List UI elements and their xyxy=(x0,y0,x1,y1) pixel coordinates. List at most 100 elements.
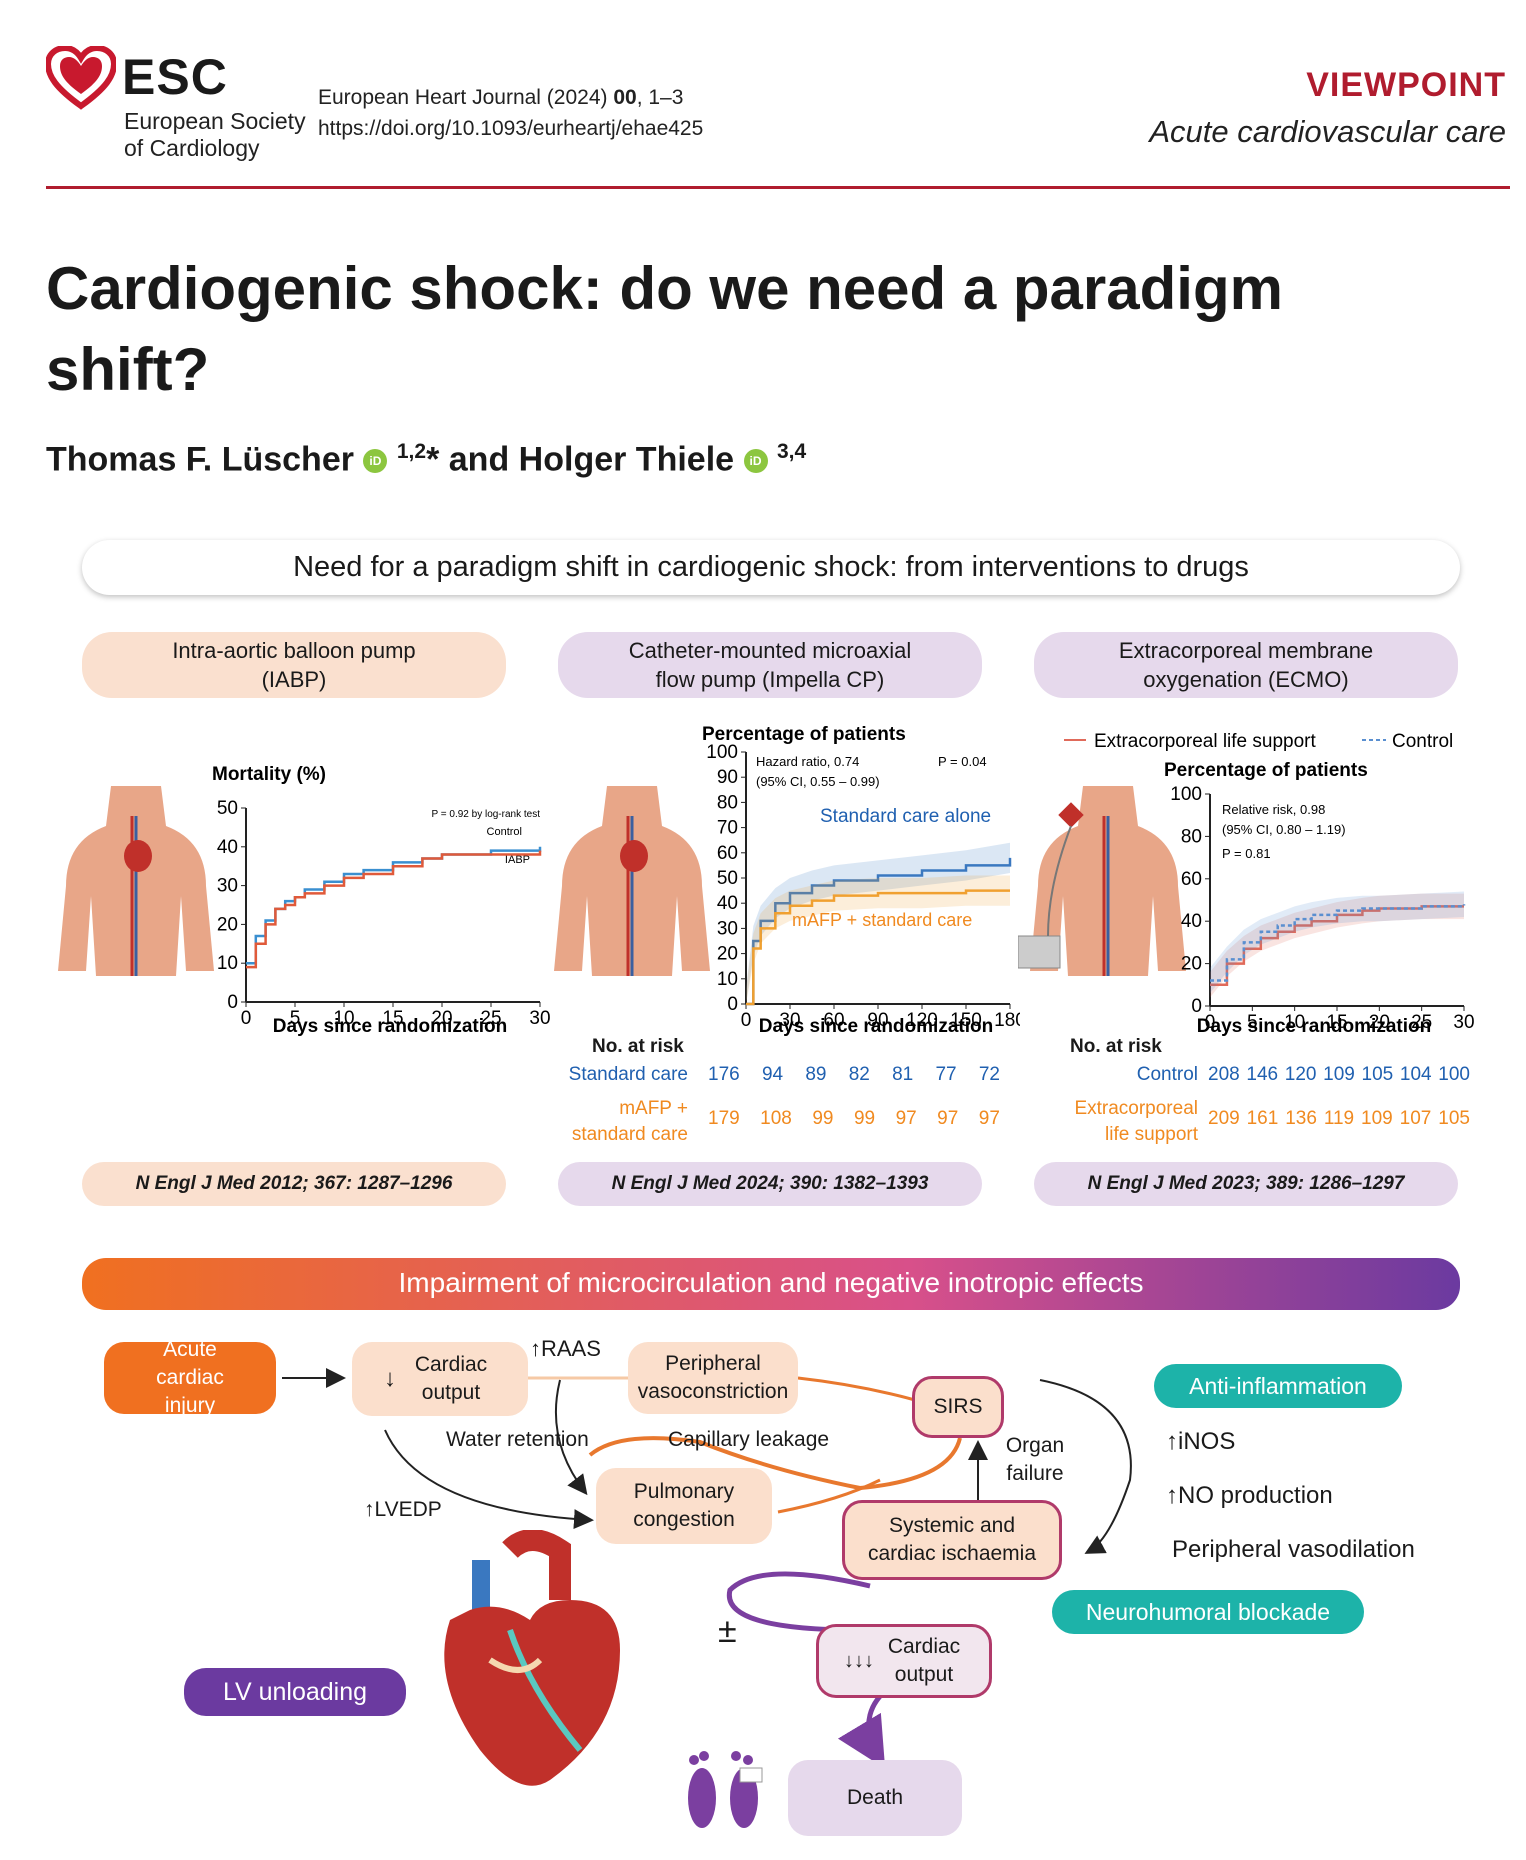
authors-line: Thomas F. Lüscher iD 1,2* and Holger Thi… xyxy=(46,440,806,479)
plus-minus: ± xyxy=(718,1612,737,1650)
chart-ecmo: Extracorporeal life support Control Perc… xyxy=(1064,731,1475,1037)
y-tick-label: 60 xyxy=(717,843,738,864)
risk-cell: 82 xyxy=(848,1064,870,1085)
risk-cell: 109 xyxy=(1323,1064,1355,1085)
risk-row2-label-a: mAFP + xyxy=(619,1098,688,1119)
panel-label-impella: Catheter-mounted microaxial flow pump (I… xyxy=(558,632,982,698)
node-peripheral-vasoconstriction: Peripheral vasoconstriction xyxy=(628,1342,798,1414)
chart-impella: Percentage of patients Hazard ratio, 0.7… xyxy=(702,724,1020,1037)
risk-row2-label-a: Extracorporeal xyxy=(1074,1098,1198,1119)
y-tick-label: 20 xyxy=(717,944,738,965)
orcid-icon[interactable]: iD xyxy=(743,449,768,474)
y-tick-label: 100 xyxy=(706,742,738,763)
article-type: VIEWPOINT xyxy=(1306,66,1506,104)
x-tick-label: 30 xyxy=(1453,1012,1474,1033)
feet-icon xyxy=(688,1751,763,1828)
x-tick-label: 30 xyxy=(529,1008,550,1029)
y-tick-label: 10 xyxy=(217,953,238,974)
badge-anti-inflammation: Anti-inflammation xyxy=(1154,1364,1402,1408)
link-pulmonary-ischaemia xyxy=(777,1478,881,1514)
x-tick-label: 10 xyxy=(333,1008,354,1029)
node-cardiac-output-low-inner: ↓↓↓ Cardiac output xyxy=(819,1633,989,1689)
citation-impella: N Engl J Med 2024; 390: 1382–1393 xyxy=(558,1162,982,1206)
down-arrow-icon: ↓ xyxy=(384,1365,396,1392)
x-tick-label: 180 xyxy=(994,1010,1020,1031)
journal-pages: , 1–3 xyxy=(636,86,684,109)
risk-cell: 104 xyxy=(1399,1064,1432,1085)
x-tick-label: 20 xyxy=(431,1008,452,1029)
y-tick-label: 20 xyxy=(1181,954,1202,975)
risk-cell: 89 xyxy=(805,1064,827,1085)
society-line2: of Cardiology xyxy=(124,135,260,161)
doi-link[interactable]: https://doi.org/10.1093/eurheartj/ehae42… xyxy=(318,117,704,140)
chart3-p: P = 0.81 xyxy=(1222,846,1271,861)
x-tick-label: 15 xyxy=(382,1008,403,1029)
x-tick-label: 25 xyxy=(1411,1012,1432,1033)
node-lvedp-label: LVEDP xyxy=(374,1498,442,1521)
x-tick-label: 150 xyxy=(950,1010,982,1031)
node-peripheral-vasoconstriction-label: Peripheral vasoconstriction xyxy=(637,1352,789,1403)
article-title: Cardiogenic shock: do we need a paradigm… xyxy=(46,255,1283,403)
torso-ecmo-illustration xyxy=(1018,786,1186,976)
journal-name: European Heart Journal (2024) xyxy=(318,86,614,109)
effect-no-production: ↑NO production xyxy=(1166,1482,1333,1510)
x-tick-label: 60 xyxy=(823,1010,844,1031)
risk-cell: 107 xyxy=(1399,1108,1432,1129)
series-ci-band xyxy=(746,875,1010,1004)
orcid-icon[interactable]: iD xyxy=(363,449,388,474)
risk-cell: 176 xyxy=(708,1064,740,1085)
y-tick-label: 70 xyxy=(717,818,738,839)
node-acute-injury: Acute cardiac injury xyxy=(104,1338,276,1417)
x-tick-label: 5 xyxy=(1247,1012,1258,1033)
society-name: European Society of Cardiology xyxy=(124,108,306,162)
y-tick-label: 40 xyxy=(717,893,738,914)
risk-table-ecmo: No. at risk Control Extracorporeal life … xyxy=(1030,1036,1470,1146)
journal-citation: European Heart Journal (2024) 00, 1–3 xyxy=(318,82,703,113)
author-2-affiliations: 3,4 xyxy=(776,440,807,463)
y-tick-label: 80 xyxy=(1181,826,1202,847)
chart1-legend-control: Control xyxy=(487,826,522,838)
heart-logo-icon xyxy=(44,44,118,110)
citation-iabp: N Engl J Med 2012; 367: 1287–1296 xyxy=(82,1162,506,1206)
author-2[interactable]: Holger Thiele xyxy=(518,440,735,479)
y-tick-label: 50 xyxy=(217,798,238,819)
author-1-affiliations: 1,2 xyxy=(396,440,427,463)
node-cardiac-output-low: ↓↓↓ Cardiac output xyxy=(816,1624,992,1698)
risk-cell: 208 xyxy=(1208,1064,1240,1085)
society-line1: European Society xyxy=(124,108,306,134)
and-word: and xyxy=(448,440,510,479)
chart2-plot: 03060901201501800102030405060708090100 xyxy=(706,742,1020,1031)
node-death-label: Death xyxy=(846,1786,904,1809)
y-tick-label: 100 xyxy=(1170,784,1202,805)
citation-ecmo: N Engl J Med 2023; 389: 1286–1297 xyxy=(1034,1162,1458,1206)
risk-cell: 105 xyxy=(1438,1108,1470,1129)
node-raas-label: RAAS xyxy=(541,1336,601,1361)
up-arrow-icon: ↑ xyxy=(1166,1482,1178,1509)
figure-banner: Need for a paradigm shift in cardiogenic… xyxy=(82,540,1460,595)
risk-cell: 179 xyxy=(708,1108,740,1129)
chart2-ylabel: Percentage of patients xyxy=(702,724,906,745)
risk-cell: 108 xyxy=(760,1108,792,1129)
badge-lv-unloading: LV unloading xyxy=(184,1668,406,1716)
x-tick-label: 30 xyxy=(779,1010,800,1031)
risk-cell: 209 xyxy=(1208,1108,1240,1129)
node-systemic-ischaemia-label: Systemic and cardiac ischaemia xyxy=(867,1514,1037,1565)
node-organ-failure-label: Organ failure xyxy=(1005,1434,1065,1485)
author-1[interactable]: Thomas F. Lüscher xyxy=(46,440,354,479)
y-tick-label: 30 xyxy=(717,918,738,939)
y-tick-label: 80 xyxy=(717,792,738,813)
logo-text: ESC xyxy=(122,49,228,105)
risk-cell: 146 xyxy=(1246,1064,1279,1085)
chart2-xlabel: Days since randomization xyxy=(759,1016,993,1037)
article-section: Acute cardiovascular care xyxy=(1149,114,1506,149)
arrow-lvedp xyxy=(384,1429,594,1530)
chart3-legend-control: Control xyxy=(1392,731,1453,752)
chart2-label-mafp: mAFP + standard care xyxy=(792,910,972,930)
y-tick-label: 40 xyxy=(1181,911,1202,932)
chart3-ylabel: Percentage of patients xyxy=(1164,760,1368,781)
corresponding-mark: * xyxy=(426,440,440,479)
